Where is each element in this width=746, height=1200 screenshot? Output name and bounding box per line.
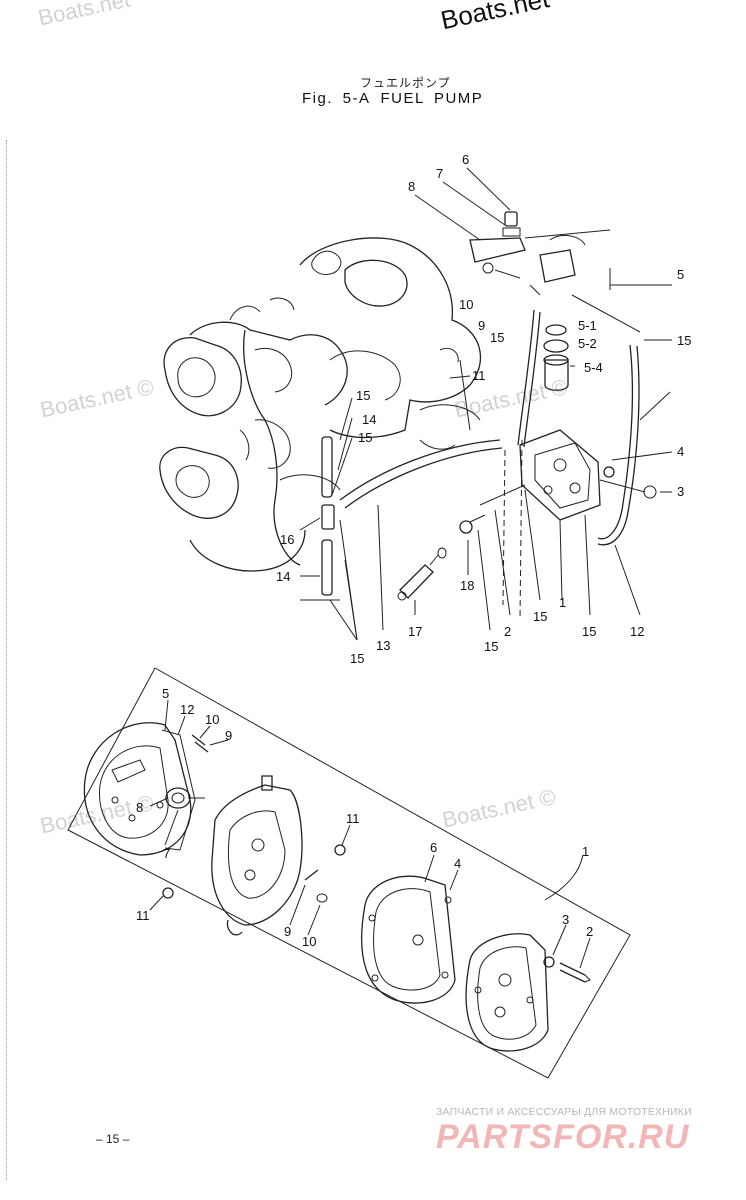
callout-15: 15 bbox=[582, 624, 596, 639]
callout-5-4: 5-4 bbox=[584, 360, 603, 375]
bolt-part-2-3 bbox=[543, 956, 591, 983]
callout-12: 12 bbox=[180, 702, 194, 717]
callout-2: 2 bbox=[586, 924, 593, 939]
callout-9: 9 bbox=[225, 728, 232, 743]
callout-9: 9 bbox=[284, 924, 291, 939]
callout-18: 18 bbox=[460, 578, 474, 593]
callout-4: 4 bbox=[454, 856, 461, 871]
callout-labels-top: 6 7 8 10 9 15 5 5-1 5-2 5-4 15 11 15 14 … bbox=[276, 152, 691, 666]
callout-16: 16 bbox=[280, 532, 294, 547]
callout-7: 7 bbox=[436, 166, 443, 181]
pump-body-part bbox=[211, 775, 303, 936]
valve-part-8 bbox=[165, 787, 205, 809]
callout-5-1: 5-1 bbox=[578, 318, 597, 333]
exploded-view-frame bbox=[67, 667, 631, 1079]
callout-15: 15 bbox=[533, 609, 547, 624]
parts-store-caption: ЗАПЧАСТИ И АКСЕССУАРЫ ДЛЯ МОТОТЕХНИКИ bbox=[436, 1106, 692, 1118]
callout-15: 15 bbox=[358, 430, 372, 445]
callout-11: 11 bbox=[472, 368, 486, 383]
callout-12: 12 bbox=[630, 624, 644, 639]
callout-7: 7 bbox=[163, 846, 170, 861]
leader-lines-top bbox=[299, 167, 673, 641]
fuel-hoses bbox=[321, 309, 640, 596]
fuel-connector bbox=[397, 547, 447, 601]
callout-2: 2 bbox=[504, 624, 511, 639]
leader-lines-bottom bbox=[149, 699, 591, 969]
callout-15: 15 bbox=[677, 333, 691, 348]
callout-3: 3 bbox=[562, 912, 569, 927]
callout-10: 10 bbox=[302, 934, 316, 949]
diaphragm-part-4-6 bbox=[361, 875, 456, 1004]
figure-title-japanese: フュエルポンプ bbox=[360, 76, 451, 90]
callout-6: 6 bbox=[430, 840, 437, 855]
callout-15: 15 bbox=[484, 639, 498, 654]
screws-9-10 bbox=[162, 734, 346, 903]
callout-13: 13 bbox=[376, 638, 390, 653]
callout-10: 10 bbox=[459, 297, 473, 312]
callout-3: 3 bbox=[677, 484, 684, 499]
callout-11: 11 bbox=[136, 908, 150, 923]
pump-plate-part-1 bbox=[465, 933, 549, 1052]
callout-6: 6 bbox=[462, 152, 469, 167]
parts-store-logo: PARTSFOR.RU bbox=[436, 1118, 690, 1156]
page-number: – 15 – bbox=[96, 1132, 130, 1146]
callout-1: 1 bbox=[582, 844, 589, 859]
figure-number: Fig. 5-A bbox=[302, 90, 371, 107]
callout-14: 14 bbox=[362, 412, 376, 427]
callout-8: 8 bbox=[408, 179, 415, 194]
callout-15: 15 bbox=[350, 651, 364, 666]
callout-1: 1 bbox=[559, 595, 566, 610]
pressure-regulator bbox=[469, 211, 611, 296]
gasket-part-12 bbox=[161, 729, 196, 851]
callout-11: 11 bbox=[346, 811, 360, 826]
callout-8: 8 bbox=[136, 800, 143, 815]
callout-4: 4 bbox=[677, 444, 684, 459]
fuel-filter-stack bbox=[543, 324, 569, 391]
callout-15: 15 bbox=[356, 388, 370, 403]
callout-10: 10 bbox=[205, 712, 219, 727]
engine-block-outline bbox=[159, 237, 482, 601]
callout-labels-bottom: 5 12 10 9 8 7 11 11 9 10 6 4 1 3 2 bbox=[136, 686, 593, 949]
callout-9: 9 bbox=[478, 318, 485, 333]
callout-14: 14 bbox=[276, 569, 290, 584]
figure-name: FUEL PUMP bbox=[380, 90, 484, 107]
scan-edge-line bbox=[6, 140, 7, 1180]
fuel-pump-body bbox=[459, 359, 671, 534]
callout-5: 5 bbox=[677, 267, 684, 282]
figure-title: Fig. 5-A FUEL PUMP bbox=[302, 90, 493, 107]
callout-5: 5 bbox=[162, 686, 169, 701]
callout-5-2: 5-2 bbox=[578, 336, 597, 351]
callout-17: 17 bbox=[408, 624, 422, 639]
callout-15: 15 bbox=[490, 330, 504, 345]
